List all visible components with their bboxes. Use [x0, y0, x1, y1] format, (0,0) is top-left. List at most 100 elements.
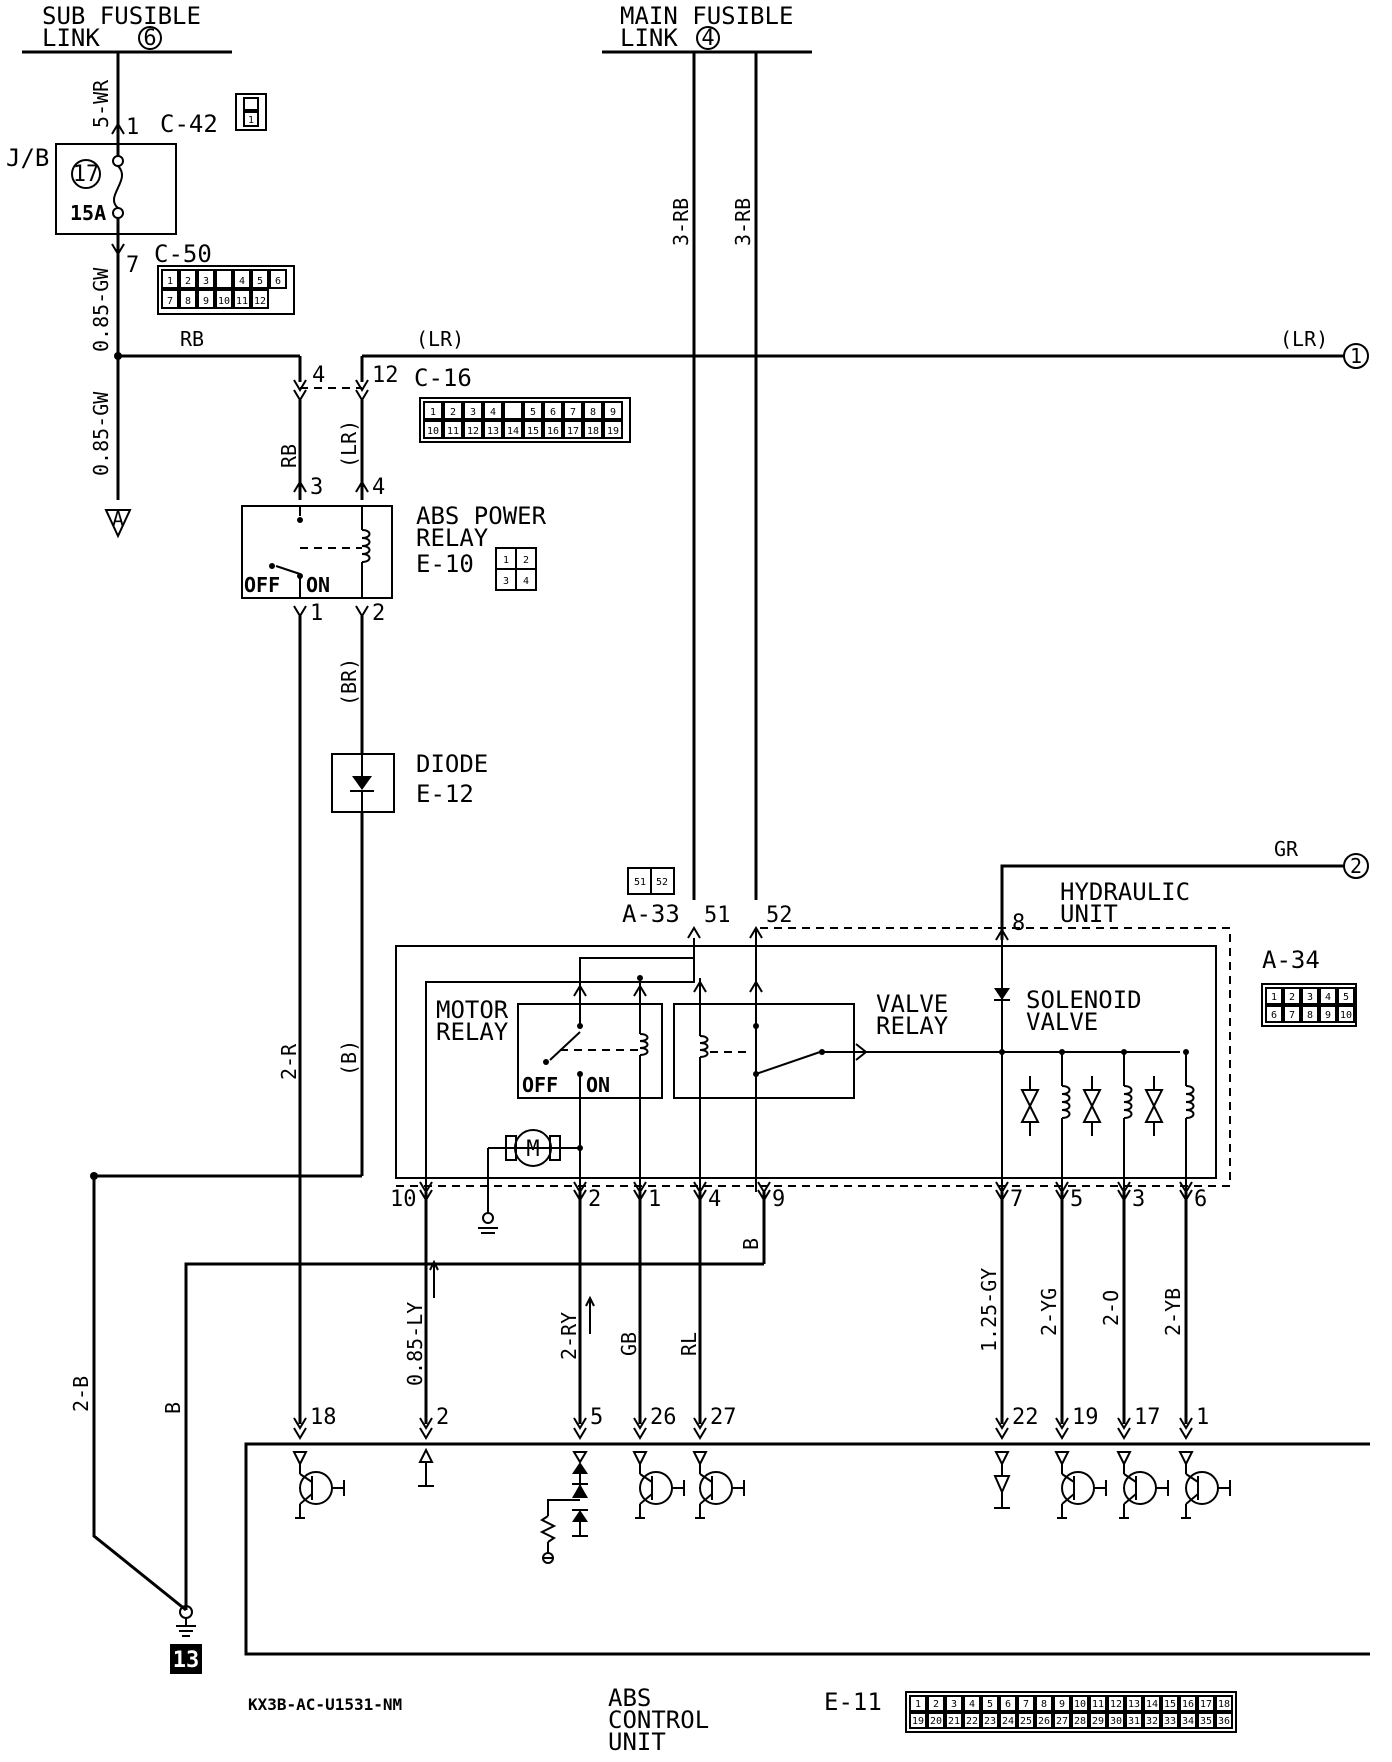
e11-cell: [1215, 1712, 1233, 1729]
c16-pin-4: 4: [312, 363, 325, 388]
a34-cell: [1301, 987, 1319, 1005]
wire-label-br: (BR): [337, 658, 361, 706]
c16-cell-label: 8: [590, 407, 596, 418]
solenoid-coil: [1185, 1085, 1195, 1119]
ecu-pin-2: 2: [436, 1405, 449, 1430]
a34-cell-label: 3: [1307, 992, 1313, 1003]
e11-cell-label: 27: [1056, 1716, 1068, 1727]
sub-fusible-number: 6: [143, 26, 156, 51]
a34-cell-label: 7: [1289, 1010, 1295, 1021]
e11-cell: [1017, 1712, 1035, 1729]
relay-pin-1: 1: [310, 601, 323, 626]
wire-label-085ly: 0.85-LY: [403, 1302, 427, 1386]
c50-cell: [215, 289, 233, 309]
c16-cell-label: 15: [527, 426, 539, 437]
wire-label-b-hu: B: [739, 1238, 763, 1250]
c50-cell-label: 12: [254, 296, 266, 307]
c16-pin-12: 12: [372, 363, 399, 388]
wire-label-3rb-2: 3-RB: [731, 198, 755, 246]
e11-cell-label: 3: [951, 1699, 957, 1710]
c16-cell-label: 13: [487, 426, 499, 437]
wire-label-lr-2: (LR): [1280, 327, 1328, 351]
c50-cell-label: 3: [203, 276, 209, 287]
arrow-c50: [111, 243, 125, 256]
c50-cell: [179, 269, 197, 289]
e11-cell: [909, 1712, 927, 1729]
a34-cell-label: 6: [1271, 1010, 1277, 1021]
c16-cell: [443, 420, 463, 439]
c16-cell: [463, 420, 483, 439]
jb-label: J/B: [6, 144, 49, 172]
c42-cell: 1: [248, 115, 254, 126]
hu-pin-7: 7: [1010, 1187, 1023, 1212]
fuse-terminal-bottom: [112, 207, 124, 219]
a34-cell-label: 1: [1271, 992, 1277, 1003]
wire-label-5wr: 5-WR: [89, 79, 113, 128]
ecu-pin-1: 1: [1196, 1405, 1209, 1430]
connection-point-1: [1343, 343, 1369, 369]
e11-cell-label: 29: [1092, 1716, 1104, 1727]
c50-cell-label: 2: [185, 276, 191, 287]
wire-label-2yb: 2-YB: [1161, 1288, 1185, 1336]
e11-connector-face: [905, 1691, 1237, 1733]
e11-cell: [1125, 1712, 1143, 1729]
ecu-title-1: ABS: [608, 1684, 651, 1712]
e11-cell-label: 35: [1200, 1716, 1212, 1727]
motor-relay-title-1: MOTOR: [436, 996, 509, 1024]
c50-cell: [233, 269, 251, 289]
c50-cell-label: 9: [203, 296, 209, 307]
e11-cell: [1035, 1712, 1053, 1729]
e11-cell: [1161, 1712, 1179, 1729]
c50-cell-label: 10: [218, 296, 230, 307]
c50-cell-label: 6: [275, 276, 281, 287]
a34-name: A-34: [1262, 946, 1320, 974]
a34-cell: [1319, 987, 1337, 1005]
wire-label-2b: 2-B: [69, 1376, 93, 1412]
a34-cell: [1265, 1005, 1283, 1023]
c16-cell: [543, 420, 563, 439]
a33-name: A-33: [622, 900, 680, 928]
solenoid-coil: [1061, 1085, 1071, 1119]
e11-cell-label: 34: [1182, 1716, 1194, 1727]
c16-cell-label: 19: [607, 426, 619, 437]
main-fusible-link: MAIN FUSIBLE LINK 4: [602, 2, 812, 54]
a34-cell-label: 5: [1343, 992, 1349, 1003]
e11-cell: [1017, 1695, 1035, 1712]
motor-relay-box: [517, 1003, 663, 1099]
wire-label-2ry: 2-RY: [557, 1312, 581, 1360]
e11-cell: [1071, 1712, 1089, 1729]
e11-cell-label: 31: [1128, 1716, 1140, 1727]
c50-cell-label: 5: [257, 276, 263, 287]
hydraulic-unit-title-2: UNIT: [1060, 900, 1118, 928]
e11-cell: [1179, 1712, 1197, 1729]
e11-cell: [1197, 1712, 1215, 1729]
c16-cell-label: 7: [570, 407, 576, 418]
e11-cell-label: 18: [1218, 1699, 1230, 1710]
fuse-rating: 15A: [70, 201, 106, 225]
e11-cell-label: 25: [1020, 1716, 1032, 1727]
a34-cell: [1283, 987, 1301, 1005]
ecu-pin-22: 22: [1012, 1405, 1039, 1430]
relay-pin-2: 2: [372, 601, 385, 626]
c50-cell: [269, 269, 287, 289]
e11-cell-label: 11: [1092, 1699, 1104, 1710]
fuse-number: 17: [73, 162, 100, 187]
e11-cell: [1197, 1695, 1215, 1712]
e11-cell: [999, 1712, 1017, 1729]
a34-cell: [1337, 987, 1355, 1005]
junction-block: [55, 143, 177, 235]
relay-off-label: OFF: [244, 573, 280, 597]
relay-pin-3: 3: [310, 475, 323, 500]
wire-label-lr-1: (LR): [416, 327, 464, 351]
e11-cell: [981, 1695, 999, 1712]
sub-fusible-number-circle: [138, 26, 162, 50]
e11-cell-label: 24: [1002, 1716, 1014, 1727]
e11-cell-label: 12: [1110, 1699, 1122, 1710]
wire-b-ground: [184, 1262, 764, 1610]
relay-on-label: ON: [306, 573, 330, 597]
svg-text:4: 4: [523, 576, 529, 587]
